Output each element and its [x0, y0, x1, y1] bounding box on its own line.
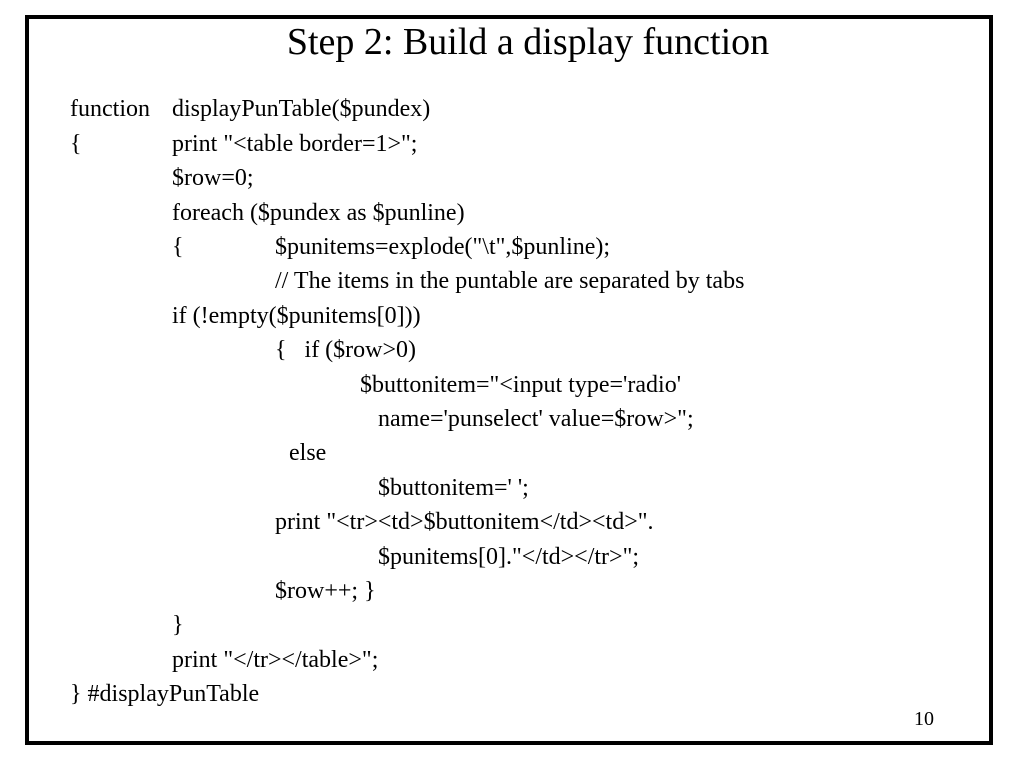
code-line-foreach-open-brace: {	[172, 234, 184, 260]
code-line-function-close: } #displayPunTable	[70, 681, 260, 707]
code-line-foreach: foreach ($pundex as $punline)	[172, 200, 465, 226]
code-line-open-brace: {	[70, 131, 82, 157]
code-line-comment: // The items in the puntable are separat…	[275, 268, 745, 294]
code-line-else: else	[289, 440, 327, 466]
code-line-print-row: print "<tr><td>$buttonitem</td><td>".	[275, 509, 654, 535]
code-line-row-increment: $row++; }	[275, 578, 376, 604]
code-line-function-keyword: function	[70, 96, 150, 122]
code-line-row-init: $row=0;	[172, 165, 254, 191]
code-line-foreach-close-brace: }	[172, 612, 184, 638]
code-line-if-not-empty: if (!empty($punitems[0]))	[172, 303, 421, 329]
code-line-print-table-close: print "</tr></table>";	[172, 647, 379, 673]
code-line-punitems-cell: $punitems[0]."</td></tr>";	[378, 544, 640, 570]
slide-number: 10	[914, 708, 934, 730]
slide-title: Step 2: Build a display function	[286, 21, 770, 63]
code-line-radio-attributes: name='punselect' value=$row>";	[378, 406, 694, 432]
slide-border	[25, 15, 993, 745]
code-line-buttonitem-radio: $buttonitem="<input type='radio'	[360, 372, 682, 398]
code-line-if-row: { if ($row>0)	[275, 337, 417, 363]
code-line-buttonitem-empty: $buttonitem=' ';	[378, 475, 529, 501]
code-line-function-signature: displayPunTable($pundex)	[172, 96, 431, 122]
code-line-print-table-open: print "<table border=1>";	[172, 131, 418, 157]
code-line-explode: $punitems=explode("\t",$punline);	[275, 234, 611, 260]
